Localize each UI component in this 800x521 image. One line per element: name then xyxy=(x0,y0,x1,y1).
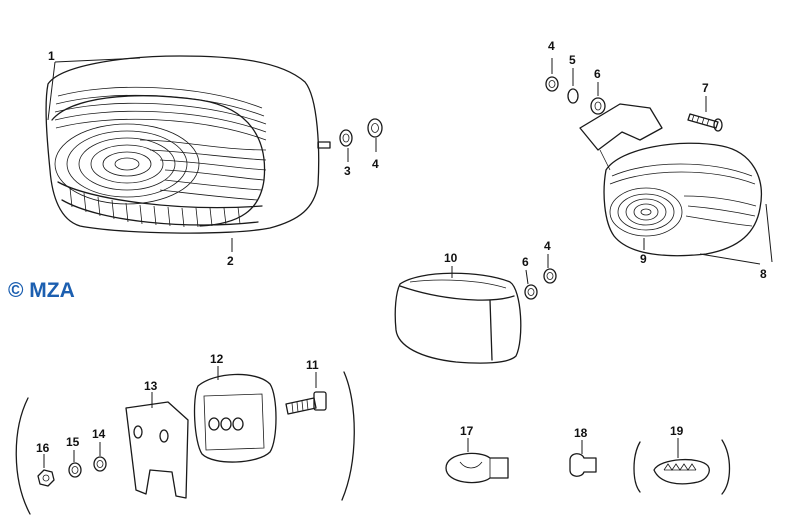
mounting-plate-icon xyxy=(125,401,189,499)
callout-13: 13 xyxy=(144,379,158,393)
nut-icon xyxy=(37,469,55,487)
screw-icon xyxy=(687,113,723,132)
festoon-bulb-icon xyxy=(653,458,710,485)
leader-lines xyxy=(43,57,773,468)
callout-18: 18 xyxy=(574,426,588,440)
callout-1: 1 xyxy=(48,49,55,63)
nut-icon xyxy=(545,76,559,92)
watermark-text: © MZA xyxy=(8,279,75,302)
bolt-icon xyxy=(285,391,327,415)
bulb-icon xyxy=(445,452,509,484)
bulb-icon xyxy=(569,453,597,477)
callout-10: 10 xyxy=(444,251,458,265)
callout-9: 9 xyxy=(640,252,647,266)
washer-icon xyxy=(524,284,538,300)
bulb-bracket-left xyxy=(633,441,641,493)
callout-8: 8 xyxy=(760,267,767,281)
nut-icon xyxy=(543,268,557,284)
washer-icon xyxy=(590,97,606,115)
callout-14: 14 xyxy=(92,427,106,441)
callout-4: 4 xyxy=(548,39,555,53)
callout-6: 6 xyxy=(594,67,601,81)
callout-3: 3 xyxy=(344,164,351,178)
callout-6: 6 xyxy=(522,255,529,269)
callout-11: 11 xyxy=(306,358,319,372)
lock-washer-icon xyxy=(93,456,107,472)
callout-4: 4 xyxy=(372,157,379,171)
callout-7: 7 xyxy=(702,81,709,95)
callout-17: 17 xyxy=(460,424,474,438)
washer-icon xyxy=(339,129,353,147)
nut-icon xyxy=(367,118,383,138)
callout-4: 4 xyxy=(544,239,551,253)
group-bracket-right xyxy=(341,371,355,501)
callout-2: 2 xyxy=(227,254,234,268)
callout-15: 15 xyxy=(66,435,80,449)
bulb-bracket-right xyxy=(721,439,731,495)
lock-washer-icon xyxy=(567,88,579,104)
small-lamp-body-icon xyxy=(193,373,277,463)
washer-icon xyxy=(68,462,82,478)
callout-16: 16 xyxy=(36,441,50,455)
callout-5: 5 xyxy=(569,53,576,67)
small-tail-lamp-icon xyxy=(579,103,762,257)
callout-12: 12 xyxy=(210,352,224,366)
callout-19: 19 xyxy=(670,424,684,438)
reflector-box-icon xyxy=(394,272,522,364)
large-tail-lamp-icon xyxy=(45,55,331,234)
group-bracket-left xyxy=(15,397,31,515)
